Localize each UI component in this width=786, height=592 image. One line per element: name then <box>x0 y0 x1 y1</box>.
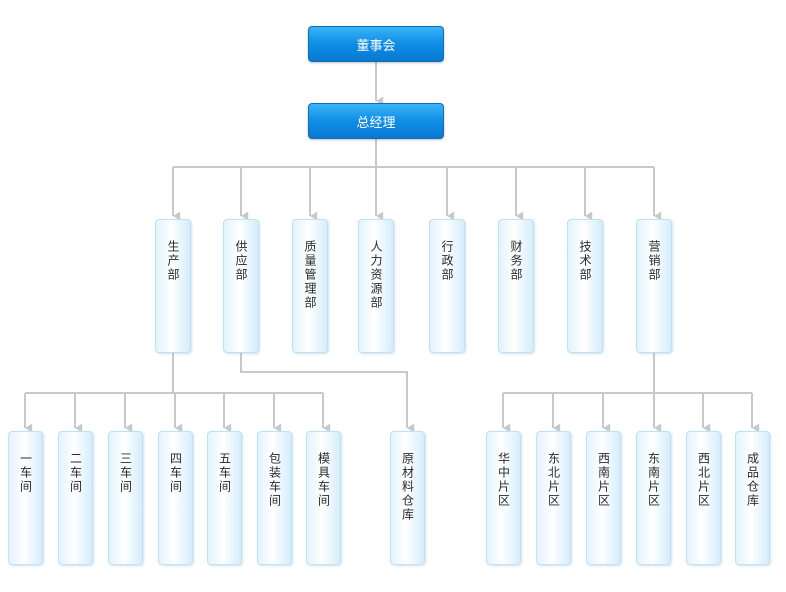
unit-node-finished-warehouse: 成品仓库 <box>735 431 770 565</box>
dept-label: 质量管理部 <box>303 240 317 310</box>
dept-label: 财务部 <box>509 240 523 282</box>
root-node-label: 董事会 <box>356 38 396 54</box>
dept-label: 生产部 <box>166 240 180 282</box>
unit-node-workshop-4: 四车间 <box>158 431 193 565</box>
unit-node-southeast-region: 东南片区 <box>636 431 671 565</box>
unit-label: 成品仓库 <box>745 452 760 508</box>
unit-label: 东北片区 <box>546 452 561 508</box>
unit-label: 四车间 <box>168 452 183 494</box>
unit-node-workshop-3: 三车间 <box>108 431 143 565</box>
gm-node-label: 总经理 <box>356 115 396 131</box>
unit-label: 一车间 <box>18 452 33 494</box>
dept-node-admin: 行政部 <box>429 219 465 353</box>
unit-label: 模具车间 <box>316 452 331 508</box>
dept-node-hr: 人力资源部 <box>358 219 394 353</box>
dept-label: 人力资源部 <box>369 240 383 310</box>
unit-node-northeast-region: 东北片区 <box>536 431 571 565</box>
unit-label: 西南片区 <box>596 452 611 508</box>
unit-node-workshop-1: 一车间 <box>8 431 43 565</box>
dept-node-supply: 供应部 <box>223 219 259 353</box>
unit-label: 五车间 <box>217 452 232 494</box>
unit-label: 二车间 <box>68 452 83 494</box>
root-node-board: 董事会 <box>308 26 444 62</box>
unit-label: 三车间 <box>118 452 133 494</box>
unit-label: 东南片区 <box>646 452 661 508</box>
dept-label: 供应部 <box>234 240 248 282</box>
dept-node-quality: 质量管理部 <box>292 219 328 353</box>
unit-node-mold: 模具车间 <box>306 431 341 565</box>
unit-label: 原材料仓库 <box>400 452 415 522</box>
unit-node-workshop-5: 五车间 <box>207 431 242 565</box>
unit-node-northwest-region: 西北片区 <box>686 431 721 565</box>
dept-node-production: 生产部 <box>155 219 191 353</box>
dept-node-tech: 技术部 <box>567 219 603 353</box>
dept-node-finance: 财务部 <box>498 219 534 353</box>
line-supply <box>240 353 415 433</box>
unit-label: 包装车间 <box>267 452 282 508</box>
dept-label: 行政部 <box>440 240 454 282</box>
unit-label: 西北片区 <box>696 452 711 508</box>
dept-label: 技术部 <box>578 240 592 282</box>
unit-node-workshop-2: 二车间 <box>58 431 93 565</box>
unit-node-southwest-region: 西南片区 <box>586 431 621 565</box>
unit-label: 华中片区 <box>496 452 511 508</box>
dept-node-sales: 营销部 <box>636 219 672 353</box>
dept-label: 营销部 <box>647 240 661 282</box>
unit-node-raw-warehouse: 原材料仓库 <box>390 431 425 565</box>
gm-node: 总经理 <box>308 103 444 139</box>
unit-node-central-region: 华中片区 <box>486 431 521 565</box>
unit-node-packaging: 包装车间 <box>257 431 292 565</box>
